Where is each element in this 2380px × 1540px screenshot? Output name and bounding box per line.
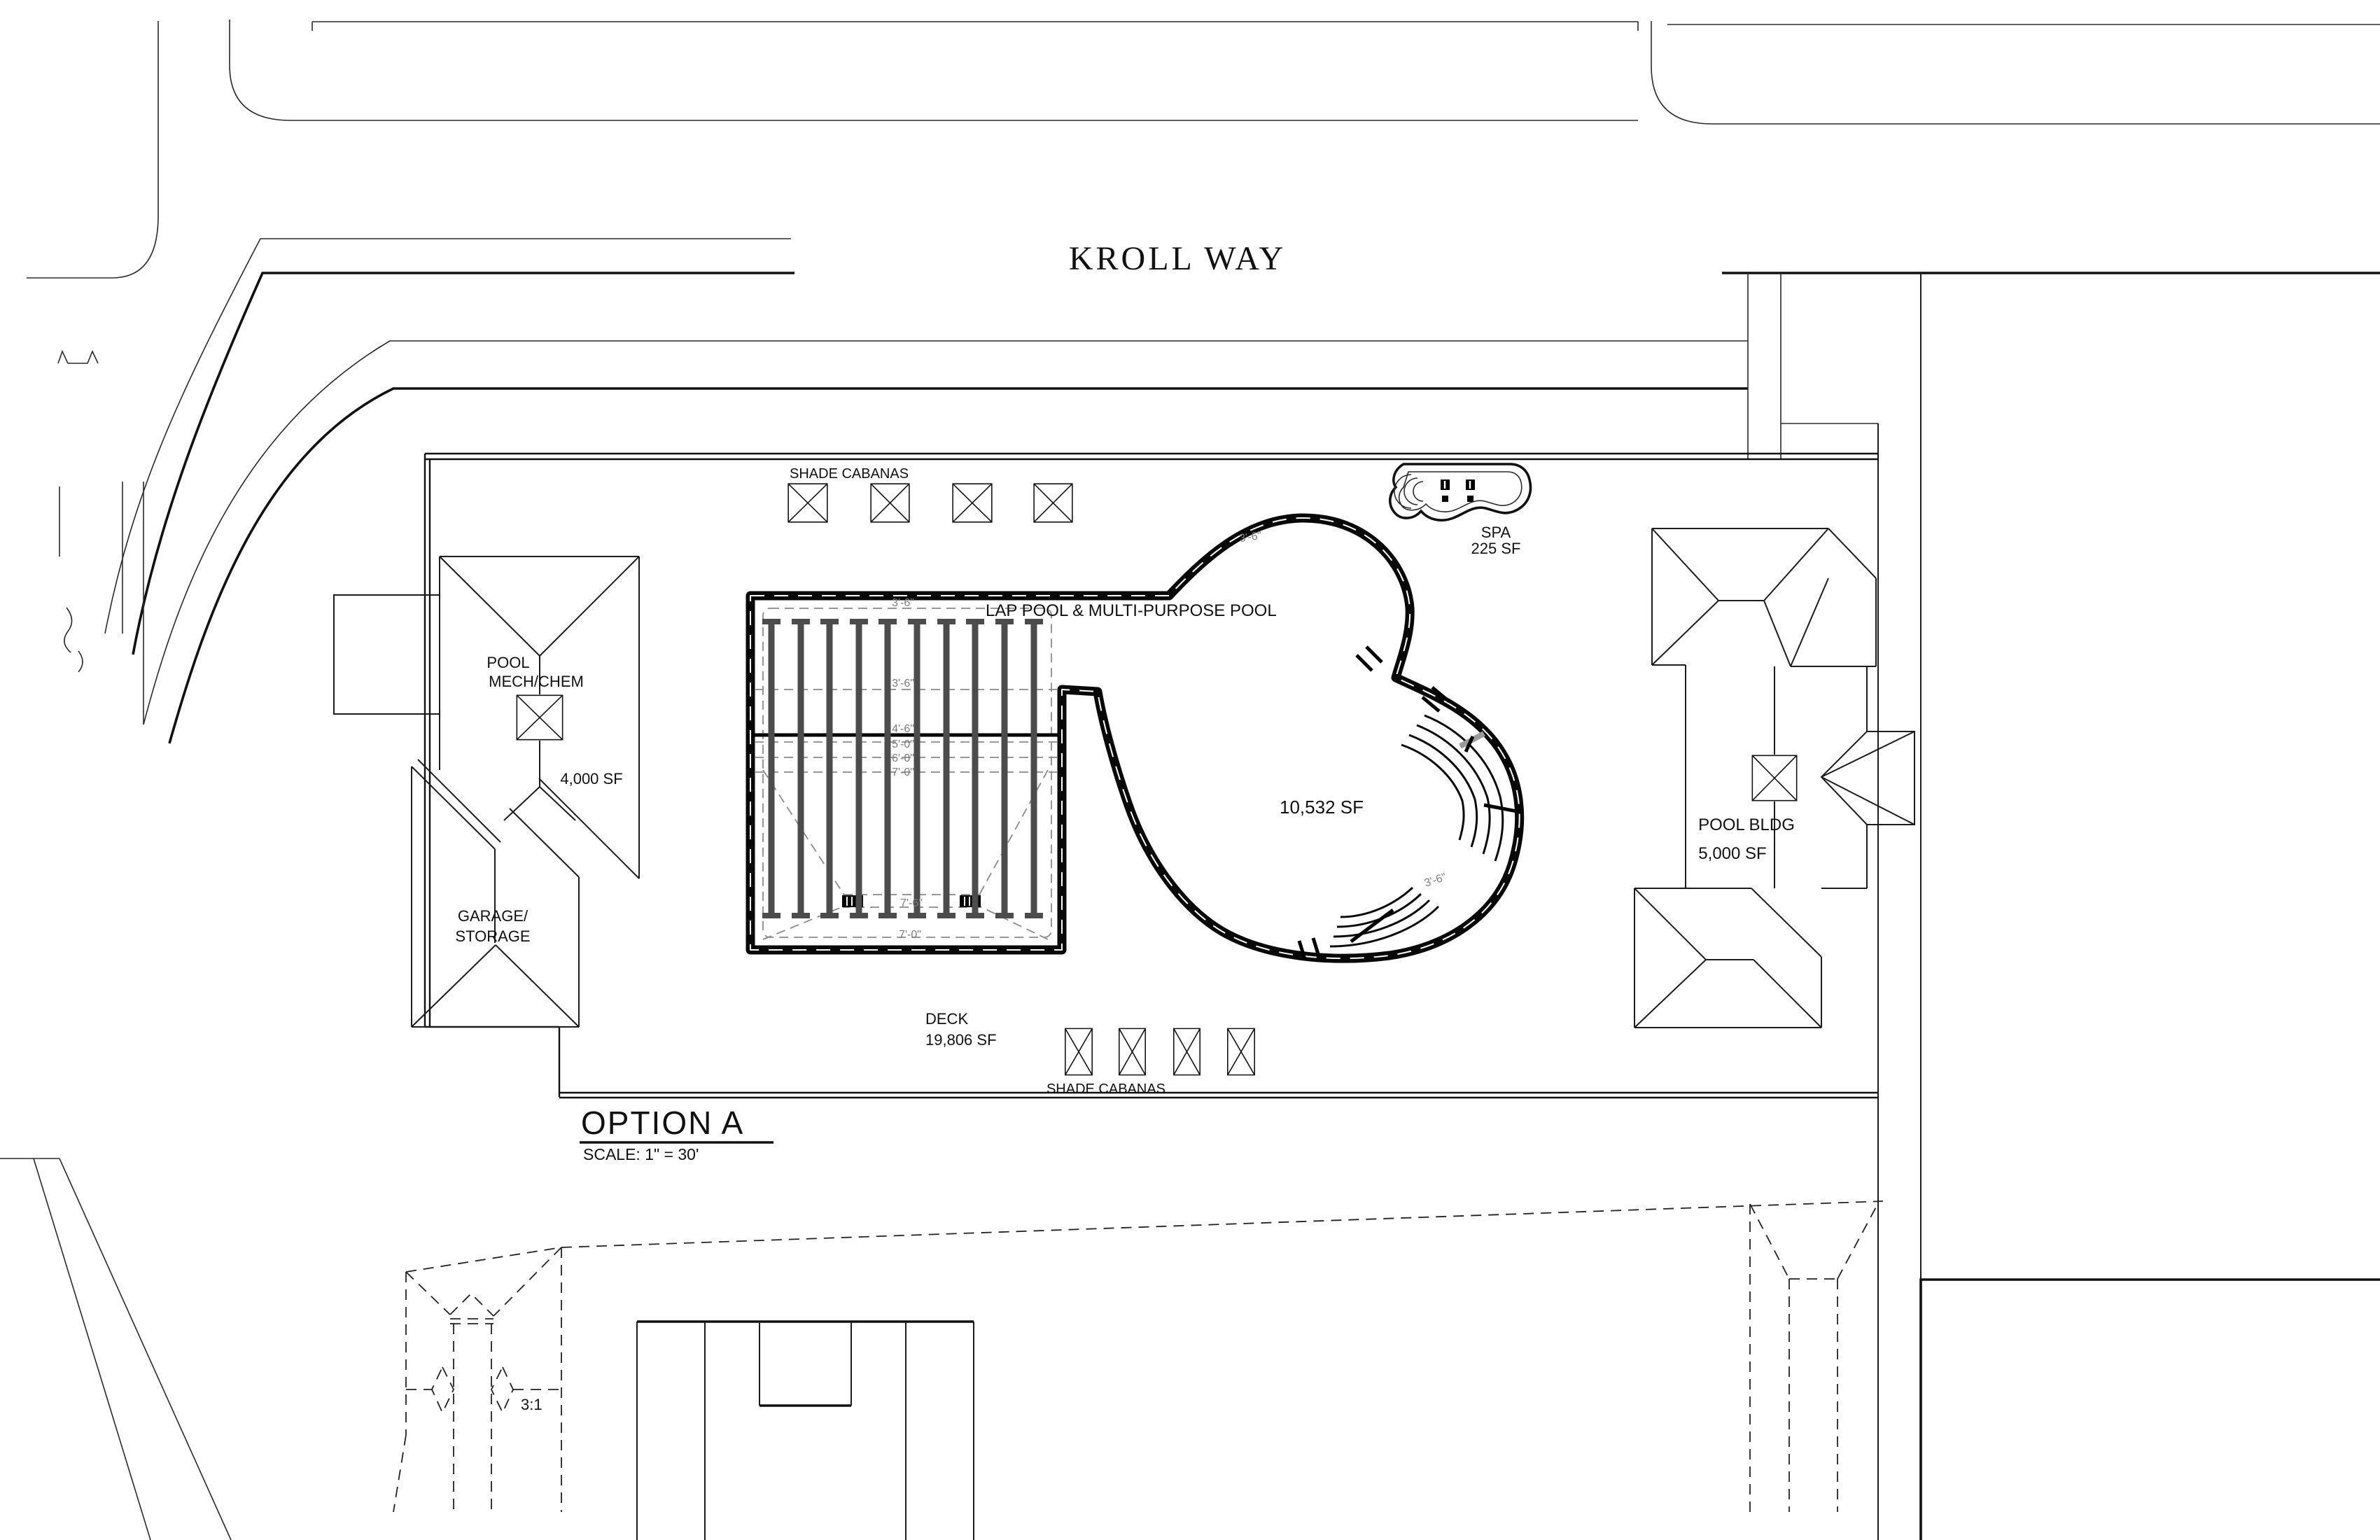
southeast-parcel-corner [1919, 1278, 2380, 1540]
spa-steps [1394, 474, 1424, 509]
pool-mech-label-1: POOL [486, 654, 529, 671]
pool-steps-east [1401, 714, 1521, 862]
parkway-line [143, 340, 1748, 725]
road-corner-nw [27, 21, 159, 279]
pool-wall [746, 513, 1525, 963]
garage-label-1: GARAGE/ [458, 907, 528, 925]
south-apartment-building [636, 1320, 974, 1540]
cabana [1174, 1028, 1200, 1074]
southwest-road-edges [0, 1158, 232, 1540]
pool-mech-label-2: MECH/CHEM [489, 673, 584, 690]
pool-mech-area-label: 4,000 SF [560, 770, 622, 788]
spa-area-label: 225 SF [1471, 540, 1521, 557]
depth-top-edge: 3'-6" [892, 597, 914, 609]
depth-5-0: 5'-0" [892, 738, 914, 750]
garage-label-2: STORAGE [455, 927, 530, 945]
shade-cabanas-bottom [1065, 1028, 1254, 1074]
spa [1389, 463, 1532, 522]
street-name-label: KROLL WAY [1069, 240, 1286, 277]
existing-building-dashed-east [561, 1200, 1884, 1512]
site-north-boundary [168, 387, 1748, 744]
option-title: OPTION A [581, 1105, 744, 1141]
pool-label: LAP POOL & MULTI-PURPOSE POOL [986, 601, 1277, 620]
depth-4-6: 4'-6" [892, 723, 914, 735]
mech-service-pad [333, 594, 440, 715]
slope-label: 3:1 [521, 1396, 542, 1413]
mech-roof-vent [517, 695, 562, 739]
depth-lobe-edge: 3'-6" [1238, 530, 1262, 545]
deck-area-label: 19,806 SF [925, 1031, 997, 1049]
pool-building [1634, 528, 1915, 1028]
cabanas-top-label: SHADE CABANAS [790, 466, 909, 482]
pool-handrails [1297, 645, 1485, 960]
depth-steps-edge: 3'-6" [1423, 872, 1448, 890]
west-landscape-squiggle [64, 607, 83, 673]
pool-mech-chem-building [333, 556, 640, 878]
road-south-curb-inner [104, 238, 791, 634]
pool-bldg-label: POOL BLDG [1698, 816, 1795, 834]
road-north-curb-east [1651, 21, 2380, 125]
road-north-curb-west [229, 20, 1638, 121]
road-south-curb-outer [132, 272, 794, 655]
pool-wall-centerline [750, 517, 1520, 960]
depth-shallow: 3'-6" [892, 678, 914, 690]
garage-storage-building [411, 759, 640, 1028]
pool-bldg-area-label: 5,000 SF [1698, 844, 1766, 863]
cabana [1034, 484, 1072, 522]
cabanas-bottom-label: SHADE CABANAS [1046, 1082, 1166, 1097]
pool-bldg-roof-vent [1752, 755, 1796, 800]
pool-area-label: 10,532 SF [1280, 797, 1364, 818]
lap-pool-and-multipurpose-pool [746, 513, 1525, 963]
shade-cabanas-top [788, 484, 1072, 522]
existing-building-dashed-west [393, 1247, 562, 1513]
depth-7-0: 7'-0" [892, 766, 914, 778]
cabana [1119, 1028, 1145, 1074]
deck-label: DECK [925, 1010, 968, 1028]
spa-outline [1389, 463, 1532, 522]
pool-steps-south [1329, 886, 1440, 948]
depth-6-0: 6'-0" [892, 752, 914, 764]
cabana [953, 484, 992, 522]
depth-deep-bottom: 7'-0" [899, 929, 921, 941]
deck-boundary [424, 452, 1878, 1099]
spa-jets [1441, 479, 1475, 502]
lap-pool-inner-dashed [762, 608, 1052, 938]
cabana [871, 484, 909, 522]
labels: KROLL WAY SHADE CABANAS SHADE CABANAS SP… [455, 240, 1795, 1413]
cabana [1065, 1028, 1092, 1074]
scale-note: SCALE: 1" = 30' [583, 1145, 699, 1163]
spa-label: SPA [1481, 524, 1511, 541]
cabana [1228, 1028, 1254, 1074]
curb-cut-detail [57, 349, 99, 364]
mech-roof-valley [503, 785, 576, 821]
depth-deep-center: 7'-6" [900, 897, 923, 909]
title-block: OPTION A SCALE: 1" = 30' [580, 1105, 774, 1163]
curb-tick [312, 22, 1639, 31]
cabana [788, 484, 827, 522]
